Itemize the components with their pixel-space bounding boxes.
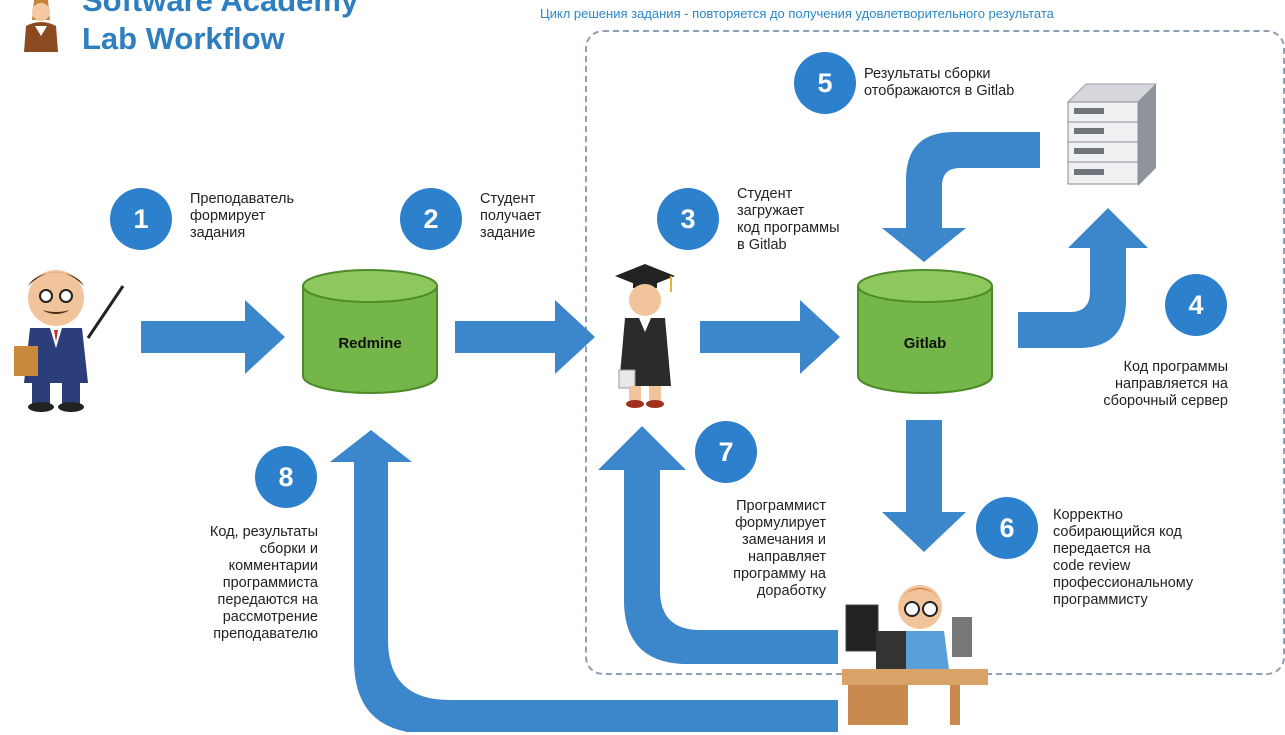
step-2-badge: 2 — [400, 188, 462, 250]
step-8-text: Код, результаты сборки и комментарии про… — [209, 524, 318, 642]
arrow-gitlab-to-server — [1018, 208, 1148, 348]
page-title: Software Academy Lab Workflow — [82, 0, 358, 58]
title-line-2: Lab Workflow — [82, 21, 285, 56]
arrow-redmine-to-student — [455, 300, 595, 374]
gitlab-database: Gitlab — [857, 269, 993, 394]
server-icon — [1062, 80, 1162, 190]
arrow-programmer-to-student — [598, 426, 838, 664]
step-7-badge: 7 — [695, 421, 757, 483]
step-1-badge: 1 — [110, 188, 172, 250]
redmine-label: Redmine — [338, 335, 401, 352]
step-3-badge: 3 — [657, 188, 719, 250]
programmer-icon — [840, 565, 990, 730]
logo-icon — [4, 0, 72, 52]
arrow-student-to-gitlab — [700, 300, 840, 374]
step-8-badge: 8 — [255, 446, 317, 508]
step-6-badge: 6 — [976, 497, 1038, 559]
redmine-database: Redmine — [302, 269, 438, 394]
arrow-gitlab-to-programmer — [882, 420, 966, 552]
step-6-text: Корректно собирающийся код передается на… — [1053, 507, 1194, 608]
step-5-badge: 5 — [794, 52, 856, 114]
teacher-icon — [8, 258, 128, 413]
title-line-1: Software Academy — [82, 0, 359, 18]
step-3-text: Студент загружает код программы в Gitlab — [737, 186, 840, 253]
step-5-text: Результаты сборки отображаются в Gitlab — [864, 66, 1015, 99]
step-7-text: Программист формулирует замечания и напр… — [733, 498, 826, 599]
subtitle: Цикл решения задания - повторяется до по… — [540, 6, 1054, 21]
arrow-programmer-to-teacher — [330, 430, 838, 732]
student-icon — [605, 262, 685, 412]
step-2-text: Студент получает задание — [480, 191, 542, 241]
step-4-badge: 4 — [1165, 274, 1227, 336]
arrow-teacher-to-redmine — [141, 300, 285, 374]
step-4-text: Код программы направляется на сборочный … — [1103, 359, 1228, 409]
step-1-text: Преподаватель формирует задания — [190, 191, 295, 241]
gitlab-label: Gitlab — [904, 335, 947, 352]
arrow-server-to-gitlab — [882, 132, 1040, 262]
